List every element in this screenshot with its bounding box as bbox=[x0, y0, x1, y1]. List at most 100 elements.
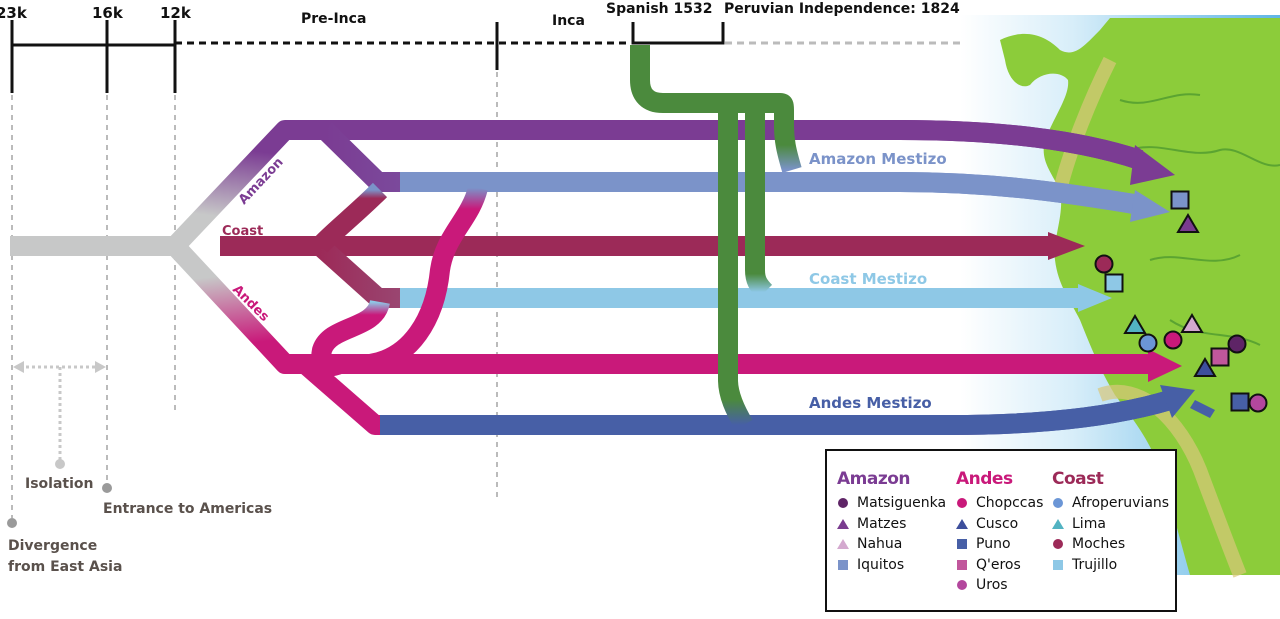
legend-item-label: Afroperuvians bbox=[1072, 495, 1170, 512]
map-marker-chopccas bbox=[1163, 330, 1183, 350]
legend-item: Trujillo bbox=[1052, 555, 1169, 576]
triangle-icon bbox=[837, 539, 849, 550]
legend-item-label: Matzes bbox=[857, 515, 907, 532]
legend-item: Afroperuvians bbox=[1052, 493, 1169, 514]
triangle-icon bbox=[1052, 518, 1064, 529]
flow-amazon-mestizo-main bbox=[400, 172, 1142, 215]
map-marker-puno bbox=[1230, 392, 1250, 412]
map-marker-cusco bbox=[1193, 357, 1217, 377]
entrance-dot bbox=[102, 483, 112, 493]
label-divergence-line2: from East Asia bbox=[8, 559, 122, 575]
legend-item-label: Cusco bbox=[976, 515, 1019, 532]
label-andes-mestizo: Andes Mestizo bbox=[809, 394, 932, 412]
label-isolation: Isolation bbox=[25, 476, 93, 492]
map-marker-uros bbox=[1248, 393, 1268, 413]
flow-andes-admixture-2 bbox=[311, 298, 390, 377]
legend-item-label: Moches bbox=[1072, 536, 1126, 553]
colonial-bracket bbox=[631, 22, 725, 45]
legend-item-label: Uros bbox=[976, 577, 1008, 594]
map-marker-afroperuvians bbox=[1138, 333, 1158, 353]
arrow-andes-mestizo-icon bbox=[1160, 385, 1195, 418]
legend-item-label: Matsiguenka bbox=[857, 495, 947, 512]
tick-label-12k: 12k bbox=[160, 4, 192, 22]
square-icon bbox=[838, 559, 848, 570]
circle-icon bbox=[957, 580, 967, 591]
isolation-dot bbox=[55, 459, 65, 469]
arrow-amazon-icon bbox=[1130, 145, 1175, 185]
map-marker-moches bbox=[1094, 254, 1114, 274]
map-markers bbox=[1094, 190, 1268, 413]
period-pre-inca: Pre-Inca bbox=[301, 11, 366, 27]
flow-spanish-to-coast bbox=[745, 110, 773, 300]
timeline: 23k 16k 12k Pre-Inca Inca Spanish 1532 P… bbox=[0, 1, 960, 93]
flow-amazon-end bbox=[899, 120, 1144, 170]
triangle-icon bbox=[837, 518, 849, 529]
arrow-amazon-mestizo-icon bbox=[1130, 190, 1170, 222]
map-marker-matsiguenka bbox=[1227, 334, 1247, 354]
square-icon bbox=[1053, 559, 1063, 570]
map-marker-trujillo bbox=[1104, 273, 1124, 293]
map-marker-nahua bbox=[1180, 313, 1204, 333]
triangle-icon bbox=[956, 518, 968, 529]
divergence-dot bbox=[7, 518, 17, 528]
arrow-left-icon bbox=[13, 361, 24, 373]
legend-item-label: Chopccas bbox=[976, 495, 1044, 512]
flow-spanish-to-amazon bbox=[630, 45, 802, 173]
map-lake-titicaca bbox=[1190, 400, 1215, 418]
arrow-coast-mestizo-icon bbox=[1078, 284, 1112, 312]
legend-title-coast: Coast bbox=[1052, 469, 1104, 489]
square-icon bbox=[957, 539, 967, 550]
square-icon bbox=[957, 559, 967, 570]
label-entrance-to-americas: Entrance to Americas bbox=[103, 501, 272, 517]
flow-andes-admixture-1 bbox=[367, 185, 488, 374]
tick-label-16k: 16k bbox=[92, 4, 124, 22]
map-marker-qeros bbox=[1210, 347, 1230, 367]
circle-icon bbox=[838, 498, 848, 509]
legend-item: Matzes bbox=[837, 514, 946, 535]
map-marker-matzes bbox=[1176, 213, 1200, 233]
legend-item: Puno bbox=[956, 534, 1043, 555]
arrow-coast-icon bbox=[1048, 232, 1085, 260]
circle-icon bbox=[957, 498, 967, 509]
legend-title-andes: Andes bbox=[956, 469, 1013, 489]
legend-title-amazon: Amazon bbox=[837, 469, 911, 489]
flow-andes-mestizo-main bbox=[380, 390, 1173, 435]
legend-item-label: Q'eros bbox=[976, 556, 1021, 573]
legend-item: Moches bbox=[1052, 534, 1169, 555]
legend-item-label: Trujillo bbox=[1072, 556, 1118, 573]
legend-item: Chopccas bbox=[956, 493, 1043, 514]
legend-item: Uros bbox=[956, 575, 1043, 596]
map-marker-iquitos bbox=[1170, 190, 1190, 210]
legend-item: Q'eros bbox=[956, 555, 1043, 576]
arrow-right-icon bbox=[95, 361, 106, 373]
isolation-marker bbox=[7, 361, 112, 528]
legend-item: Cusco bbox=[956, 514, 1043, 535]
legend-item-label: Puno bbox=[976, 536, 1011, 553]
legend-item-label: Nahua bbox=[857, 536, 903, 553]
legend-item: Nahua bbox=[837, 534, 946, 555]
circle-icon bbox=[1053, 539, 1063, 550]
tick-label-23k: 23k bbox=[0, 4, 28, 22]
circle-icon bbox=[1053, 498, 1063, 509]
map-borders bbox=[1119, 93, 1280, 346]
flow-spanish-to-andes bbox=[718, 103, 753, 431]
population-flows bbox=[10, 45, 1195, 435]
label-coast: Coast bbox=[222, 224, 263, 239]
label-amazon-mestizo: Amazon Mestizo bbox=[809, 150, 947, 168]
legend-item: Lima bbox=[1052, 514, 1169, 535]
legend-item: Iquitos bbox=[837, 555, 946, 576]
event-peruvian-independence: Peruvian Independence: 1824 bbox=[724, 1, 960, 17]
legend-item: Matsiguenka bbox=[837, 493, 946, 514]
arrow-andes-icon bbox=[1148, 349, 1182, 382]
map-marker-lima bbox=[1123, 314, 1147, 334]
map-andes-range bbox=[1053, 56, 1247, 578]
event-spanish-1532: Spanish 1532 bbox=[606, 1, 712, 17]
period-inca: Inca bbox=[552, 13, 585, 29]
legend-item-label: Iquitos bbox=[857, 556, 905, 573]
